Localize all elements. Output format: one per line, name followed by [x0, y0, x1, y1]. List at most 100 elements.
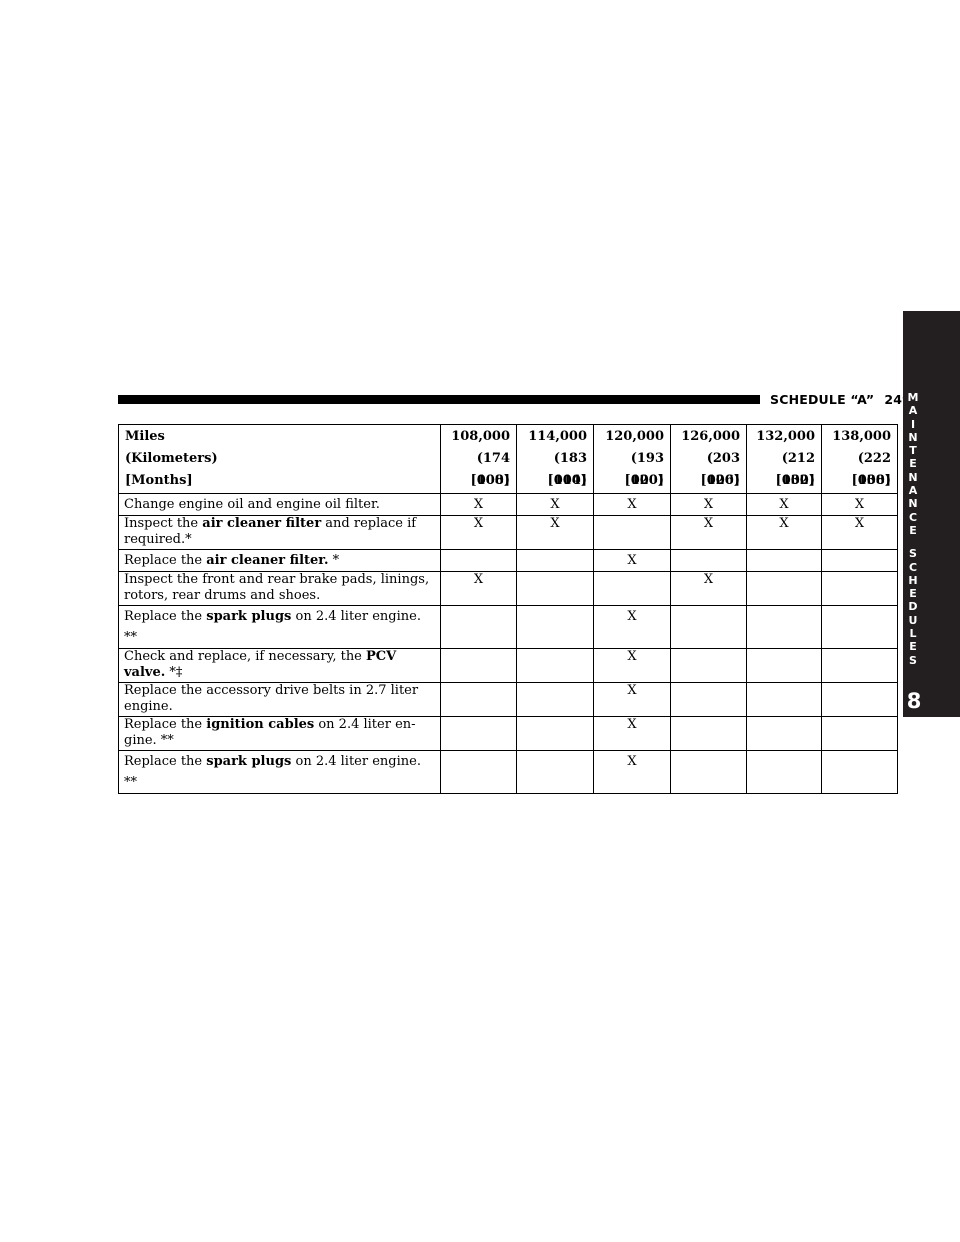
service-row: Replace the spark plugs on 2.4 liter eng…: [118, 605, 898, 649]
service-description: Inspect the front and rear brake pads, l…: [118, 571, 441, 606]
interval-months: [108]: [470, 473, 510, 488]
service-text: Replace the: [124, 553, 207, 568]
side-tab-letter: I: [910, 417, 916, 431]
service-mark: [821, 682, 898, 717]
service-item-emphasis: spark plugs: [206, 609, 292, 624]
service-mark: [746, 682, 822, 717]
service-text: Inspect the front and rear brake pads, l…: [124, 572, 430, 603]
interval-km: (222 000): [857, 451, 891, 488]
service-mark: [516, 716, 594, 751]
service-mark: X: [440, 493, 517, 516]
side-tab-letter: A: [908, 404, 918, 418]
interval-miles: 132,000: [756, 429, 815, 444]
side-tab-gap: [903, 537, 923, 547]
service-description: Replace the accessory drive belts in 2.7…: [118, 682, 441, 717]
service-text: on 2.4 liter en- gine. **: [124, 717, 416, 748]
service-mark: [821, 716, 898, 751]
side-tab-letter: E: [909, 523, 917, 537]
interval-miles: 114,000: [528, 429, 587, 444]
service-mark: [670, 549, 747, 572]
service-text: Replace the accessory drive belts in 2.7…: [124, 683, 419, 714]
service-description: Change engine oil and engine oil filter.: [118, 493, 441, 516]
service-mark: [670, 682, 747, 717]
side-tab-letter: E: [909, 587, 917, 601]
service-mark: [670, 648, 747, 683]
service-mark: [746, 750, 822, 794]
service-mark: [593, 571, 671, 606]
service-mark: [821, 750, 898, 794]
service-mark: X: [593, 493, 671, 516]
interval-km: (212 000): [781, 451, 815, 488]
service-text: Check and replace, if necessary, the: [124, 649, 367, 664]
interval-km: (203 000): [706, 451, 740, 488]
side-tab-letters: M A I N T E N A N C E S C H E D U L E S: [903, 391, 923, 667]
service-text: *: [328, 553, 340, 568]
section-title: SCHEDULE “A”: [770, 392, 875, 407]
service-mark: [516, 571, 594, 606]
service-mark: X: [593, 682, 671, 717]
service-item-emphasis: ignition cables: [206, 717, 315, 732]
service-mark: [821, 549, 898, 572]
interval-months: [120]: [624, 473, 664, 488]
service-text: Replace the: [124, 609, 207, 624]
interval-miles: 120,000: [605, 429, 664, 444]
service-mark: [821, 605, 898, 649]
service-mark: [670, 716, 747, 751]
service-mark: X: [821, 493, 898, 516]
service-mark: [821, 648, 898, 683]
service-mark: X: [670, 493, 747, 516]
interval-header: 114,000(183 000)[114]: [516, 424, 594, 494]
service-mark: [746, 716, 822, 751]
service-row: Replace the air cleaner filter. *X: [118, 549, 898, 572]
service-mark: [440, 750, 517, 794]
service-mark: X: [593, 716, 671, 751]
service-text: Inspect the: [124, 516, 203, 531]
interval-months: [132]: [775, 473, 815, 488]
service-description: Replace the spark plugs on 2.4 liter eng…: [118, 750, 441, 794]
side-tab-letter: N: [908, 497, 918, 511]
service-mark: X: [593, 605, 671, 649]
service-item-emphasis: spark plugs: [206, 754, 292, 769]
service-mark: [440, 549, 517, 572]
service-mark: [670, 750, 747, 794]
service-mark: X: [440, 515, 517, 550]
interval-header: 132,000 (212 000)[132]: [746, 424, 822, 494]
service-mark: X: [593, 549, 671, 572]
header-row: Miles (Kilometers) [Months] 108,000(174 …: [118, 424, 898, 494]
interval-months: [126]: [700, 473, 740, 488]
interval-months: [138]: [851, 473, 891, 488]
service-mark: [746, 549, 822, 572]
service-text: on 2.4 liter engine. **: [124, 754, 421, 790]
side-tab-letter: D: [908, 600, 918, 614]
service-item-emphasis: air cleaner filter: [202, 516, 322, 531]
running-header: SCHEDULE “A”249: [770, 391, 911, 409]
service-mark: X: [746, 493, 822, 516]
service-row: Replace the ignition cables on 2.4 liter…: [118, 716, 898, 751]
service-mark: [516, 682, 594, 717]
service-description: Check and replace, if necessary, the PCV…: [118, 648, 441, 683]
interval-km: (193 000): [630, 451, 664, 488]
header-label-kilometers: (Kilometers): [125, 451, 218, 466]
service-mark: [516, 605, 594, 649]
interval-miles: 138,000: [832, 429, 891, 444]
interval-header: 120,000 (193 000)[120]: [593, 424, 671, 494]
service-text: and replace if required.*: [124, 516, 417, 547]
service-text: *‡: [165, 665, 183, 680]
service-mark: [670, 605, 747, 649]
side-tab-letter: L: [909, 627, 917, 641]
chapter-side-tab: M A I N T E N A N C E S C H E D U L E S …: [903, 311, 960, 717]
side-tab-letter: N: [908, 470, 918, 484]
interval-miles: 126,000: [681, 429, 740, 444]
service-mark: X: [516, 515, 594, 550]
service-text: on 2.4 liter engine. **: [124, 609, 421, 645]
service-mark: X: [440, 571, 517, 606]
service-mark: [746, 648, 822, 683]
service-mark: X: [821, 515, 898, 550]
service-row: Inspect the air cleaner filter and repla…: [118, 515, 898, 550]
service-mark: X: [670, 571, 747, 606]
side-tab-letter: E: [909, 457, 917, 471]
side-tab-letter: S: [909, 547, 917, 561]
service-mark: [440, 648, 517, 683]
service-row: Replace the accessory drive belts in 2.7…: [118, 682, 898, 717]
service-row: Change engine oil and engine oil filter.…: [118, 493, 898, 516]
